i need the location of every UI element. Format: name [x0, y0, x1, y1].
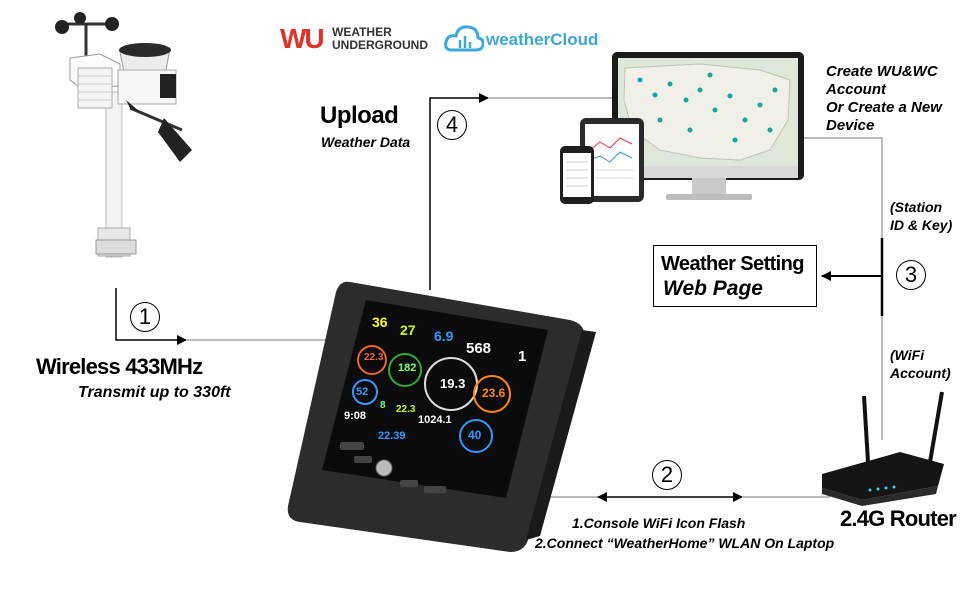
wifi-account-line1: (WiFi: [890, 347, 925, 363]
step-4-badge: 4: [437, 110, 467, 140]
wireless-subtitle: Transmit up to 330ft: [78, 384, 231, 401]
console-outdoor-dial: 22.3: [364, 352, 384, 363]
console-outdoor-temp: 36: [372, 314, 388, 330]
step-1-badge: 1: [130, 302, 160, 332]
wu-text-weather: WEATHER: [332, 25, 392, 39]
step-2-badge: 2: [652, 460, 682, 490]
weather-setting-line2: Web Page: [663, 277, 763, 300]
console-step-2: 2.Connect “WeatherHome” WLAN On Laptop: [535, 535, 835, 551]
wifi-account-line2: Account): [890, 365, 951, 381]
console-rain: 6.9: [434, 328, 454, 344]
create-account-line3: Or Create a New: [826, 99, 942, 116]
console-small1: 8: [380, 400, 386, 411]
console-uv: 1: [518, 348, 527, 365]
router-title: 2.4G Router: [840, 506, 957, 531]
console-indoor-temp: 27: [400, 322, 416, 338]
weathercloud-text: weatherCloud: [486, 30, 599, 49]
console-dew: 19.3: [440, 376, 466, 391]
console-gust: 40: [468, 428, 482, 442]
weather-underground-logo: WU WEATHER UNDERGROUND: [280, 22, 430, 58]
link-sensor-console: [115, 288, 187, 345]
console-solar: 568: [466, 340, 492, 357]
console-step-1: 1.Console WiFi Icon Flash: [572, 515, 746, 531]
console-indoor-dial: 23.6: [482, 386, 506, 400]
create-account-line2: Account: [826, 81, 886, 98]
console-small2: 22.3: [396, 404, 416, 415]
console-steps-label: 1.Console WiFi Icon Flash: [572, 514, 872, 532]
link-upload: [429, 93, 489, 290]
wu-mark: WU: [280, 23, 325, 54]
wu-text-underground: UNDERGROUND: [332, 38, 428, 52]
console-date: 22.39: [378, 430, 406, 442]
create-account-line4: Device: [826, 117, 875, 134]
console-wind-dir: 182: [398, 362, 417, 374]
step-3-badge: 3: [896, 260, 926, 290]
weather-setting-box: Weather Setting Web Page: [653, 245, 817, 307]
console-pressure: 1024.1: [418, 414, 452, 426]
upload-title: Upload: [320, 102, 399, 129]
console-steps-label-2: 2.Connect “WeatherHome” WLAN On Laptop: [535, 534, 865, 552]
create-account-label: Create WU&WC Account Or Create a New Dev…: [826, 63, 966, 135]
wifi-account-label: (WiFi Account): [890, 346, 970, 382]
cloud-icon: [444, 25, 484, 52]
station-id-line1: (Station: [890, 199, 943, 215]
console-time: 9:08: [344, 410, 367, 422]
create-account-line1: Create WU&WC: [826, 63, 938, 80]
weather-setting-line1: Weather Setting: [661, 253, 804, 275]
console-humidity: 52: [356, 386, 369, 398]
weathercloud-logo: weatherCloud: [444, 20, 604, 58]
station-id-label: (Station ID & Key): [890, 198, 970, 234]
upload-subtitle: Weather Data: [321, 134, 411, 150]
station-id-line2: ID & Key): [890, 217, 953, 233]
wireless-title: Wireless 433MHz: [36, 354, 203, 379]
